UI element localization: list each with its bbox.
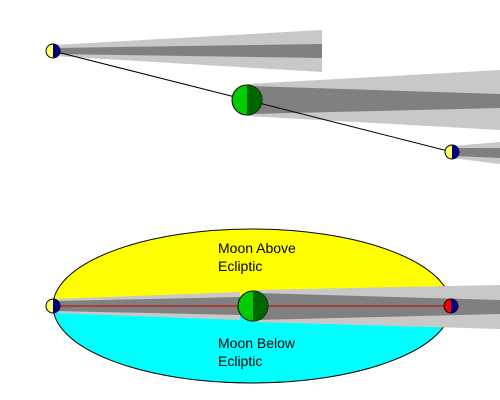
left-moon [45, 298, 61, 314]
moon1-umbra [56, 44, 322, 58]
bottom-panel: Moon Above Ecliptic Moon Below Ecliptic [45, 228, 500, 384]
moon-below-label-line1: Moon Below [218, 335, 296, 351]
earth-bottom [237, 290, 269, 322]
earth-umbra [250, 86, 500, 114]
right-moon [443, 298, 459, 314]
moon-1 [45, 43, 61, 59]
moon2-umbra [454, 148, 500, 158]
moon-above-label-line1: Moon Above [218, 240, 296, 256]
moon-below-ecliptic-region [53, 306, 451, 383]
top-panel [45, 30, 500, 164]
earth-top [231, 84, 263, 116]
moon-below-label-line2: Ecliptic [218, 353, 262, 369]
moon-above-ecliptic-region [53, 229, 451, 306]
moon-2 [444, 144, 460, 160]
moon-above-label-line2: Ecliptic [218, 258, 262, 274]
